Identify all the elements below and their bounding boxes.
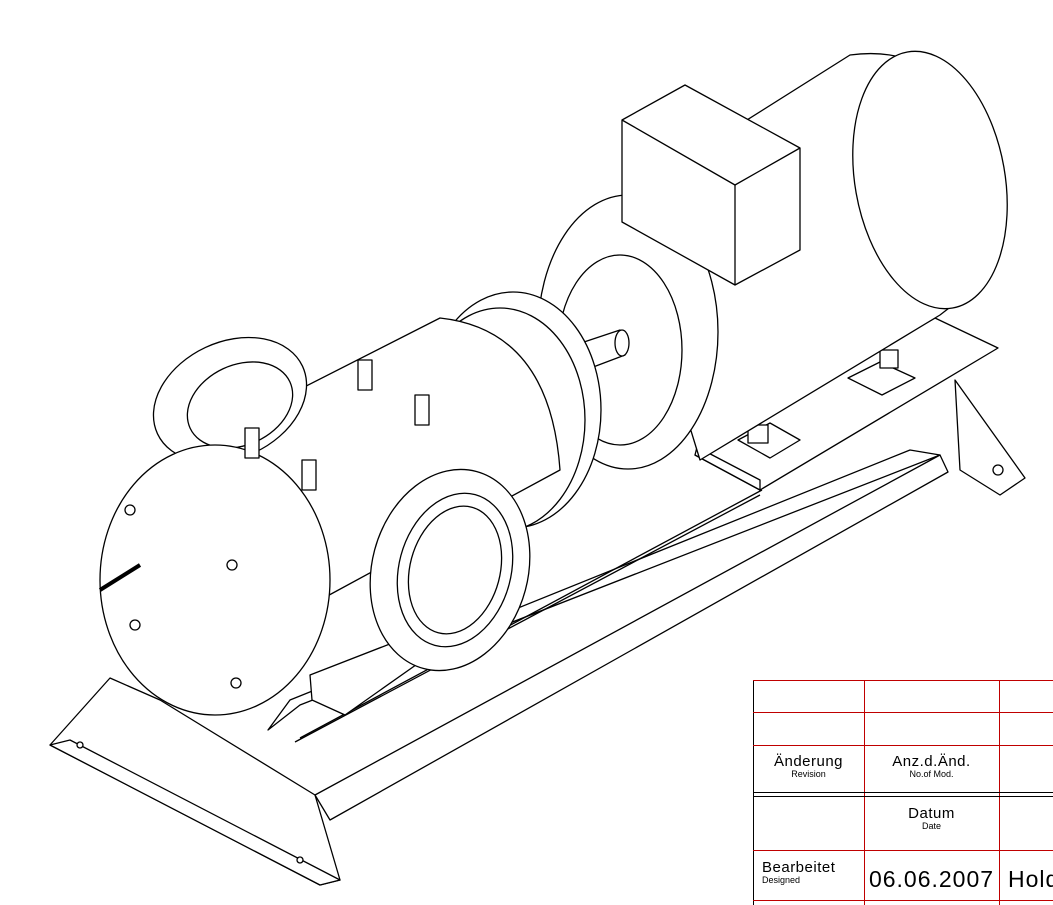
num-mod-cell: Anz.d.Änd. No.of Mod.	[864, 754, 999, 779]
base-frame	[49, 379, 1026, 886]
grid-line	[753, 680, 1053, 681]
designed-cell: Bearbeitet Designed	[762, 860, 835, 885]
discharge-flange	[369, 468, 531, 672]
terminal-box	[621, 84, 801, 286]
revision-label-en: Revision	[791, 769, 826, 779]
double-line	[753, 792, 1053, 793]
designed-name: Hold	[1008, 866, 1053, 892]
designed-date: 06.06.2007	[868, 866, 995, 892]
date-label-en: Date	[921, 821, 941, 831]
designed-label: Bearbeitet	[762, 859, 836, 876]
grid-line	[753, 712, 1053, 713]
date-label: Datum	[908, 805, 955, 822]
pump-foot-block	[309, 639, 431, 716]
revision-label: Änderung	[773, 753, 844, 770]
date-header-cell: Datum Date	[864, 806, 999, 831]
grid-line	[753, 850, 1053, 851]
designed-label-en: Designed	[762, 875, 801, 885]
double-line	[753, 796, 1053, 797]
num-mod-label: Anz.d.Änd.	[892, 753, 971, 770]
pump-body	[98, 317, 561, 716]
title-block: Änderung Revision Anz.d.Änd. No.of Mod. …	[753, 680, 1053, 905]
grid-line	[753, 745, 1053, 746]
motor	[537, 50, 1008, 470]
revision-cell: Änderung Revision	[753, 754, 864, 779]
grid-line	[753, 900, 1053, 901]
num-mod-label-en: No.of Mod.	[909, 769, 954, 779]
